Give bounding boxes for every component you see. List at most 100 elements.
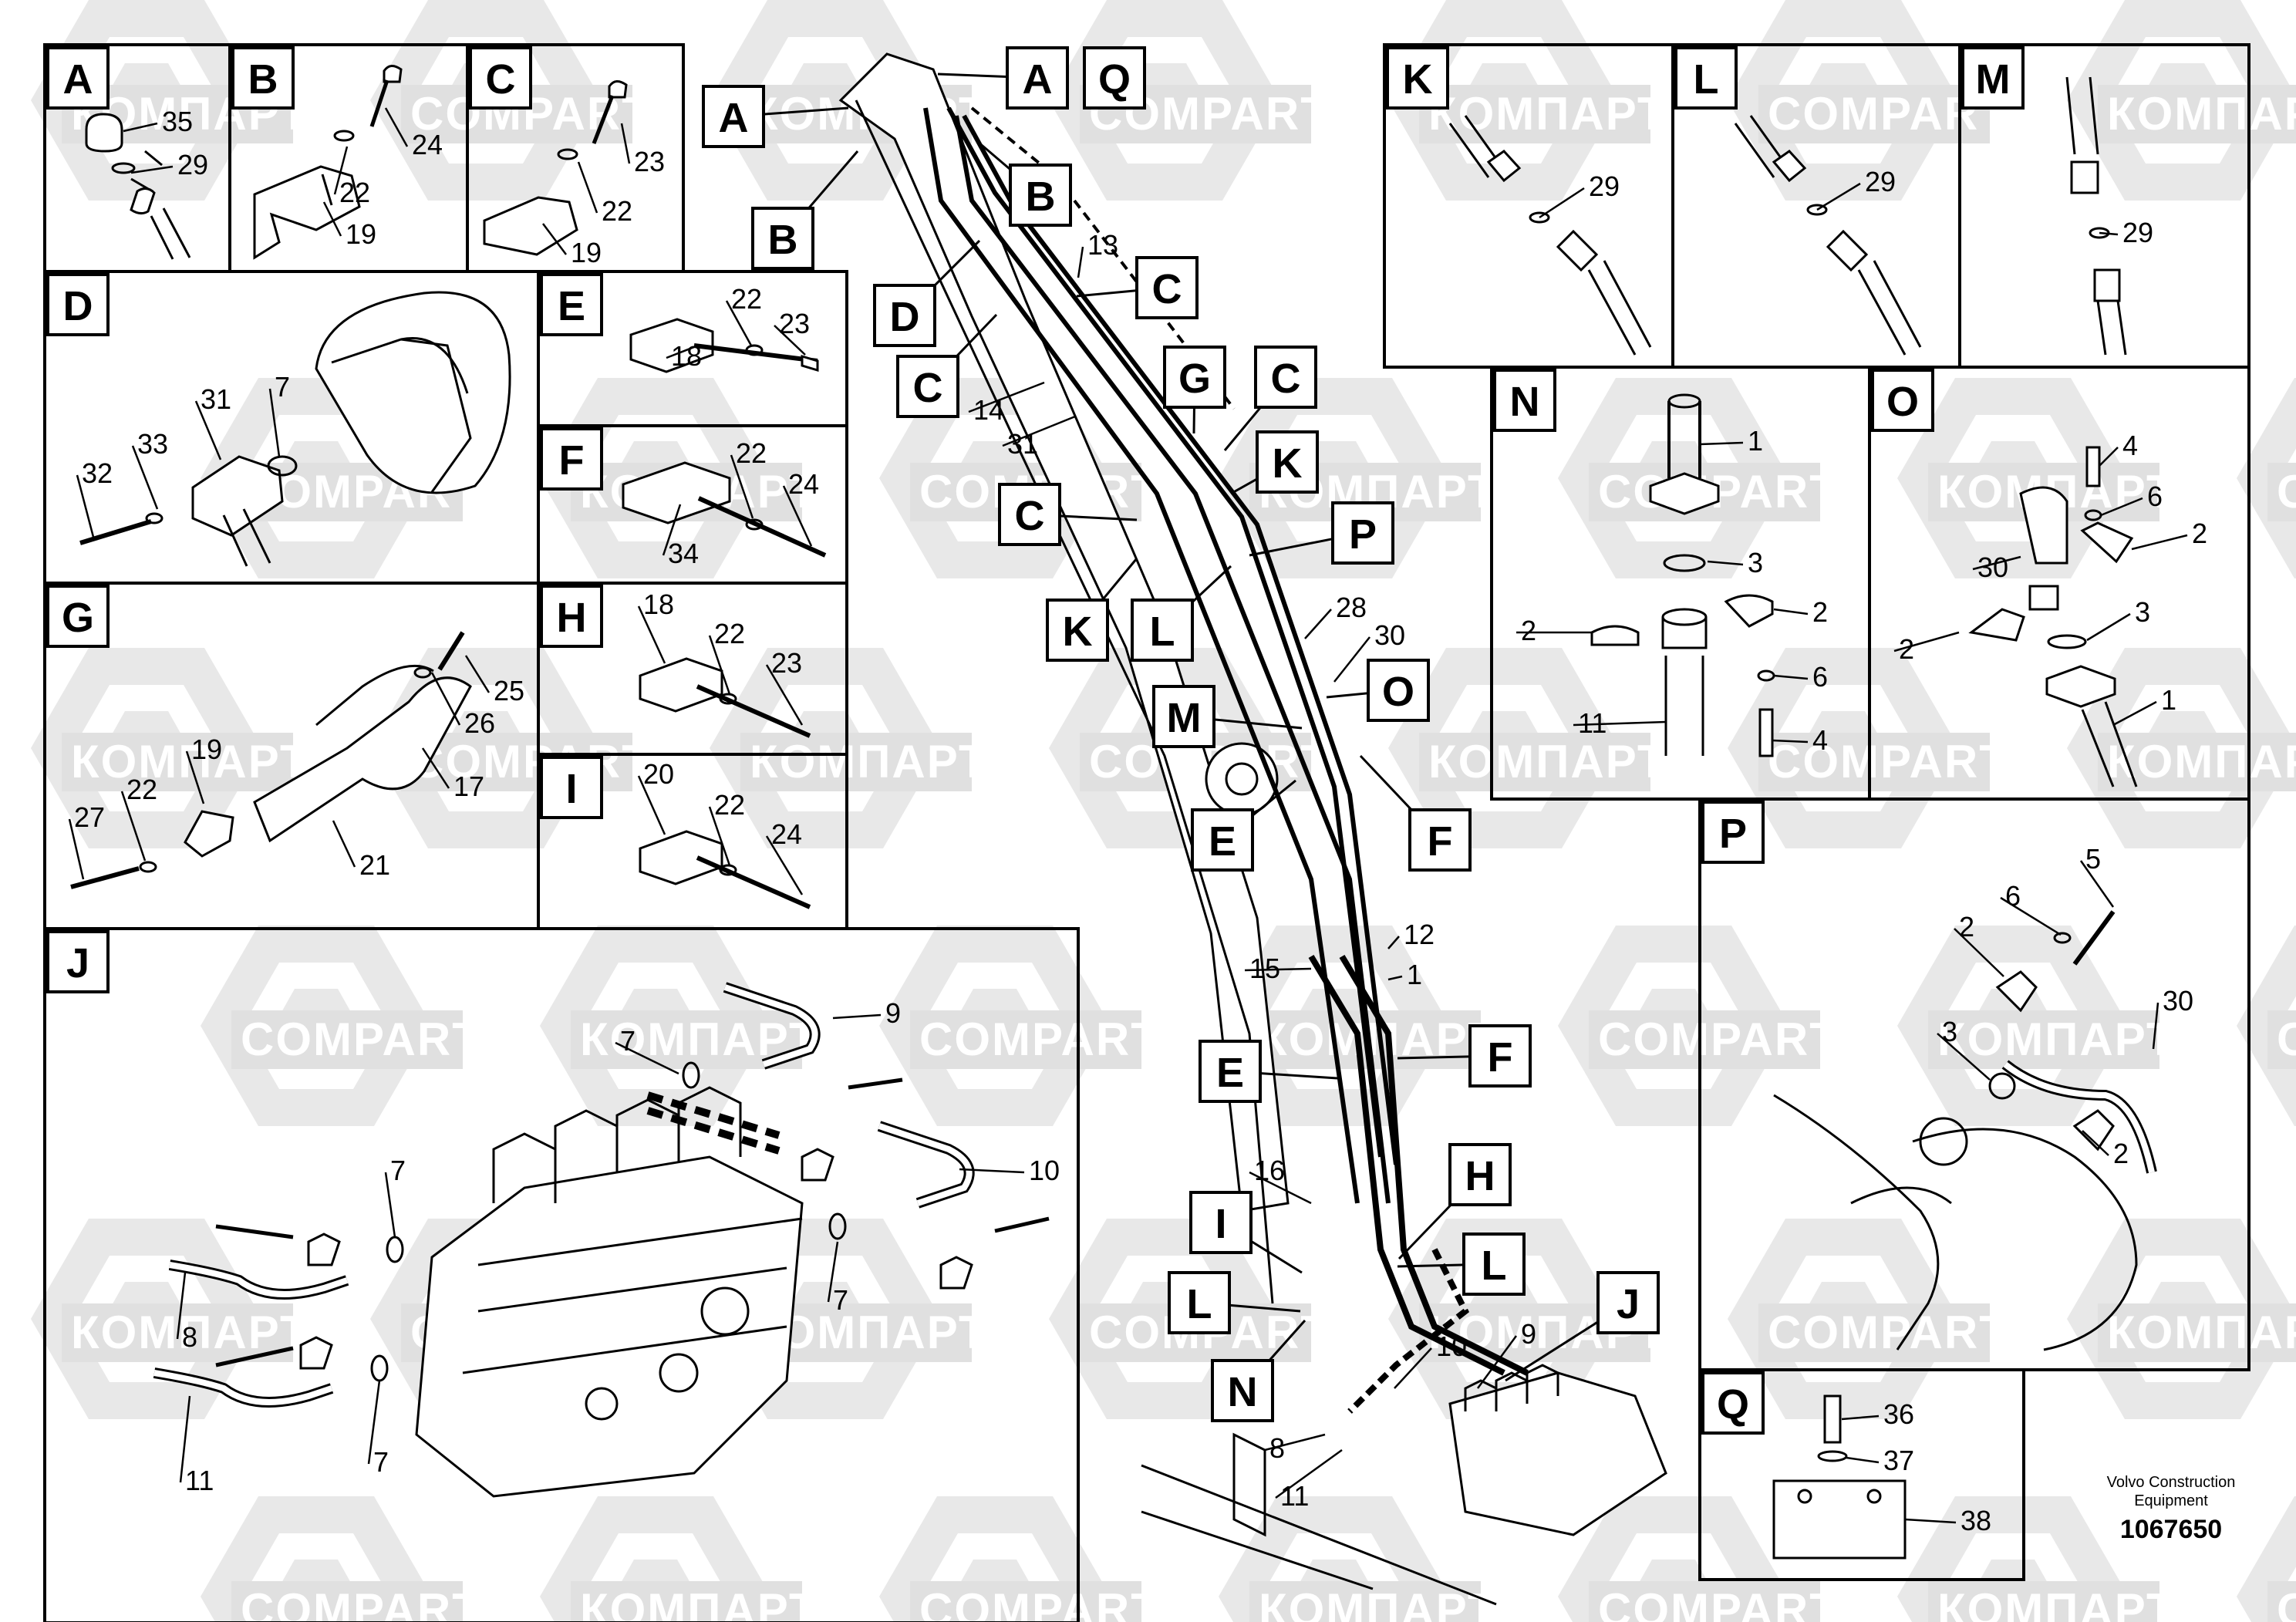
panel-d-drawing	[79, 291, 511, 567]
part-number: 19	[346, 218, 376, 250]
part-number: 20	[643, 758, 674, 790]
part-number: 6	[1812, 661, 1828, 693]
part-leader	[615, 1041, 679, 1075]
panel-letter-box-h	[540, 585, 603, 648]
callout-letter: F	[1488, 1034, 1513, 1081]
part-number: 31	[1007, 428, 1038, 460]
watermark-text: COMPART	[1768, 736, 2009, 787]
part-number: 22	[126, 774, 157, 805]
callout-letter: C	[1152, 266, 1182, 312]
part-number: 22	[714, 618, 745, 649]
panel-letter-box-a	[46, 46, 110, 110]
part-leader	[464, 655, 491, 693]
callout-box	[1367, 659, 1430, 722]
part-number: 29	[1589, 170, 1620, 202]
callout-letter: A	[719, 95, 749, 141]
part-leader	[2152, 1002, 2159, 1050]
part-number: 23	[779, 308, 810, 339]
part-leader	[1893, 631, 1960, 653]
watermark-text: КОМПАРТ	[1259, 1584, 1498, 1622]
watermark-band	[1758, 85, 1990, 143]
part-number: 5	[2085, 843, 2101, 875]
part-number: 11	[185, 1465, 214, 1496]
part-number: 11	[1280, 1480, 1309, 1512]
part-number: 37	[1883, 1445, 1914, 1476]
part-number: 11	[1578, 707, 1607, 739]
callout-box	[873, 284, 936, 347]
watermark-text: КОМПАРТ	[1937, 1584, 2176, 1622]
callout-letter: B	[768, 217, 798, 263]
panel-klm-drawing	[1448, 76, 2127, 356]
callout-letter: C	[1015, 493, 1045, 539]
part-number: 32	[82, 457, 113, 489]
part-number: 7	[620, 1025, 636, 1057]
panel-letter-k: K	[1403, 56, 1433, 103]
panel-letter-j: J	[66, 940, 89, 986]
watermark-text: КОМПАРТ	[2107, 1307, 2296, 1358]
callout-box	[1211, 1359, 1274, 1422]
part-number: 2	[2192, 518, 2207, 549]
panel-letter-i: I	[565, 766, 577, 812]
watermark-text: КОМПАРТ	[71, 1307, 310, 1358]
part-number: 22	[731, 283, 762, 315]
part-number: 36	[1883, 1398, 1914, 1430]
part-leader	[968, 381, 1045, 413]
part-leader	[1264, 1433, 1326, 1452]
part-leader	[1304, 609, 1332, 639]
callout-letter: D	[890, 294, 920, 340]
panel-a-drawing	[85, 113, 191, 260]
panel-letter-box-k	[1386, 46, 1449, 110]
callout-box	[751, 207, 814, 270]
callout-letter: M	[1167, 695, 1202, 741]
watermark-text: COMPART	[919, 1584, 1161, 1622]
callout-box	[1191, 808, 1254, 872]
part-number: 2	[1959, 911, 1974, 943]
watermark-band	[1249, 1581, 1481, 1622]
callout-box	[1135, 256, 1199, 319]
watermark-band	[1589, 1010, 1820, 1069]
part-leader	[120, 791, 147, 862]
part-leader	[832, 1013, 882, 1020]
panel-q-drawing	[1772, 1394, 1907, 1560]
part-leader	[1841, 1415, 1880, 1421]
part-number: 24	[788, 468, 819, 500]
watermark-band	[2098, 733, 2296, 791]
part-number: 2	[1899, 633, 1914, 665]
part-leader	[2079, 860, 2115, 908]
panel-letter-n: N	[1510, 379, 1540, 425]
watermark-band	[1419, 733, 1650, 791]
part-leader	[1846, 1456, 1880, 1464]
panel-letter-a: A	[63, 56, 93, 103]
part-number: 34	[668, 538, 699, 569]
watermark-band	[231, 1581, 463, 1622]
part-number: 19	[571, 237, 602, 268]
part-number: 6	[2005, 880, 2021, 912]
part-drawings	[70, 65, 2157, 1560]
part-leader	[959, 1168, 1025, 1174]
watermark-text: COMPART	[241, 1584, 482, 1622]
part-leader	[367, 1380, 381, 1465]
part-leader	[194, 400, 222, 460]
part-leader	[185, 750, 205, 804]
panel-letter-b: B	[248, 56, 278, 103]
watermark-band	[2098, 85, 2296, 143]
part-number: 25	[494, 675, 524, 706]
part-leader	[68, 818, 85, 880]
panel-letter-f: F	[559, 437, 585, 484]
part-leader	[725, 300, 753, 346]
part-number: 22	[339, 177, 370, 208]
panel-j-drawing	[153, 982, 1050, 1498]
panel-c-drawing	[483, 80, 628, 256]
part-number: 35	[162, 106, 193, 137]
part-leader	[333, 146, 349, 195]
watermark-band	[571, 1581, 802, 1622]
part-leader	[384, 1172, 396, 1238]
panel-letter-box-e	[540, 273, 603, 336]
watermark-band	[2267, 1010, 2296, 1069]
part-leader	[176, 1272, 187, 1340]
callout-letter: L	[1482, 1243, 1507, 1289]
panel-letter-box-f	[540, 427, 603, 491]
part-leader	[637, 775, 666, 835]
part-number: 4	[1812, 724, 1828, 756]
